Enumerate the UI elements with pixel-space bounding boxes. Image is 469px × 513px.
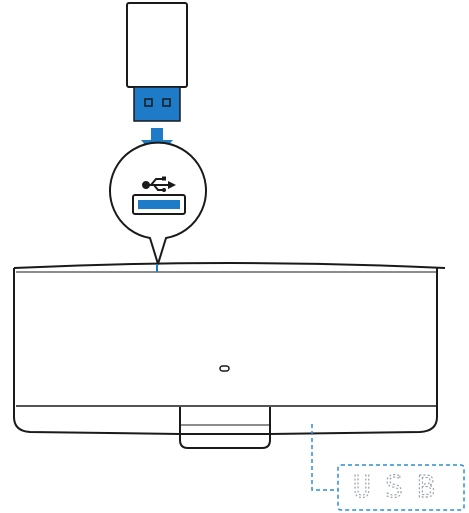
docking-speaker [13, 262, 446, 449]
connector-contact-right [162, 98, 171, 107]
speaker-outline [13, 268, 438, 435]
flash-drive-connector [133, 86, 181, 122]
speaker-top-edge [13, 262, 446, 269]
usb-port-insert [138, 200, 180, 209]
display-readout: USB [353, 470, 449, 505]
status-indicator-light [219, 365, 230, 372]
connector-contact-left [144, 98, 153, 107]
flash-drive-body [126, 2, 188, 88]
usb-flash-drive [126, 2, 188, 122]
display-leader-line [311, 424, 338, 491]
display-panel [337, 464, 465, 511]
usb-port-callout [109, 141, 207, 265]
usb-symbol-icon [142, 176, 176, 192]
display-callout: USB [311, 424, 465, 511]
display-tab [179, 407, 271, 449]
